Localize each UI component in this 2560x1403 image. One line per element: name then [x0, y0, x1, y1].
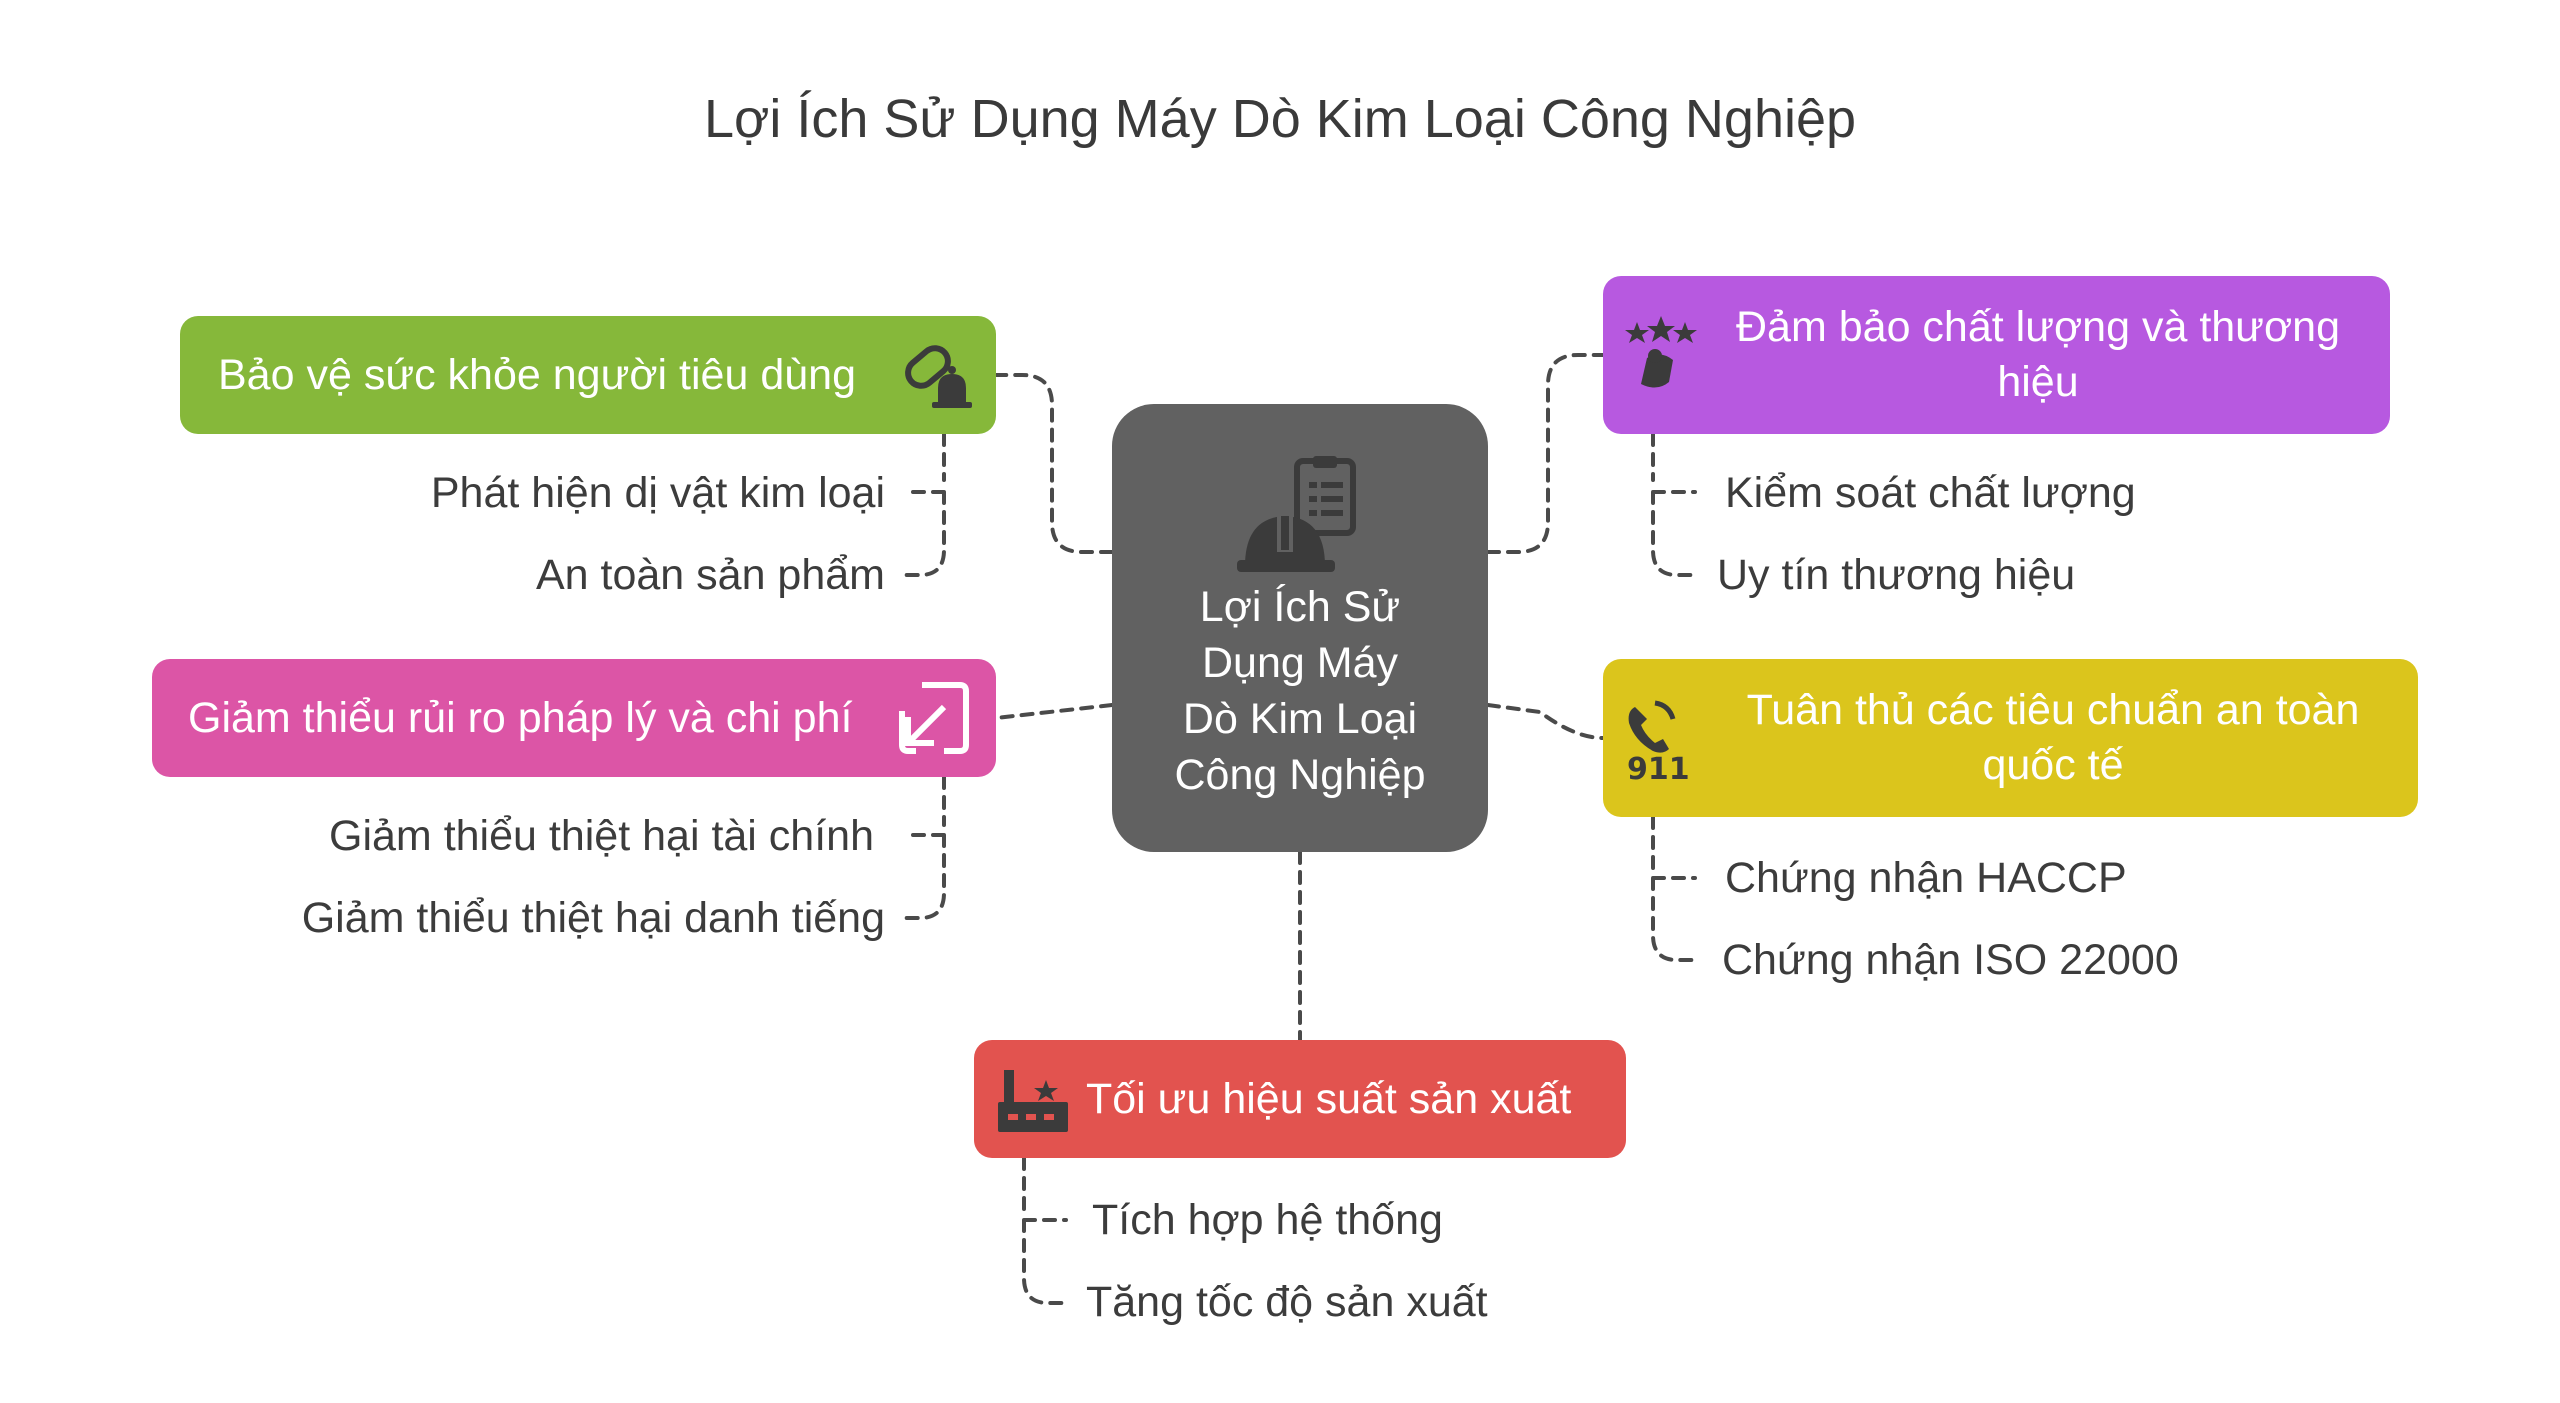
- production-item: Tăng tốc độ sản xuất: [1086, 1278, 1488, 1326]
- production-item: Tích hợp hệ thống: [1092, 1196, 1443, 1244]
- center-label-line: Lợi Ích Sử: [1199, 583, 1401, 631]
- branch-quality-label: Đảm bảo chất lượng và thương hiệu: [1703, 300, 2373, 410]
- branch-quality: Đảm bảo chất lượng và thương hiệu: [1603, 276, 2390, 434]
- phone-911-icon-text: 911: [1627, 752, 1690, 783]
- connector-standards-items: [1651, 815, 1697, 962]
- branch-standards-label-line: quốc tế: [1982, 741, 2124, 789]
- standards-item: Chứng nhận ISO 22000: [1722, 936, 2179, 984]
- branch-standards-label: Tuân thủ các tiêu chuẩn an toàn quốc tế: [1713, 683, 2393, 793]
- center-label-line: Dò Kim Loại: [1182, 695, 1418, 743]
- factory-icon: [998, 1070, 1068, 1132]
- page-title: Lợi Ích Sử Dụng Máy Dò Kim Loại Công Ngh…: [703, 89, 1857, 149]
- legal-item: Giảm thiểu thiệt hại tài chính: [329, 812, 874, 860]
- health-item: Phát hiện dị vật kim loại: [430, 469, 885, 517]
- connector-center-legal: [994, 703, 1114, 720]
- center-label-line: Công Nghiệp: [1174, 751, 1426, 799]
- branch-standards: 911 Tuân thủ các tiêu chuẩn an toàn quốc…: [1603, 659, 2418, 817]
- phone-911-icon: 911: [1627, 700, 1690, 783]
- connector-quality-items: [1651, 432, 1697, 577]
- branch-health: Bảo vệ sức khỏe người tiêu dùng: [180, 316, 996, 434]
- branch-health-label: Bảo vệ sức khỏe người tiêu dùng: [218, 351, 856, 399]
- shrink-arrow-icon: [899, 682, 969, 754]
- connector-health-items: [903, 432, 946, 577]
- connector-legal-items: [903, 775, 946, 920]
- health-item: An toàn sản phẩm: [535, 551, 885, 599]
- pill-bell-icon: [905, 345, 972, 408]
- legal-item: Giảm thiểu thiệt hại danh tiếng: [301, 894, 885, 942]
- center-label-line: Dụng Máy: [1202, 639, 1398, 687]
- connector-center-quality: [1486, 353, 1605, 554]
- branch-quality-label-line: hiệu: [1997, 358, 2079, 406]
- branch-legal: Giảm thiểu rủi ro pháp lý và chi phí: [152, 659, 996, 777]
- center-node: Lợi Ích Sử Dụng Máy Dò Kim Loại Công Ngh…: [1112, 404, 1488, 852]
- quality-item: Uy tín thương hiệu: [1717, 551, 2076, 599]
- branch-legal-label: Giảm thiểu rủi ro pháp lý và chi phí: [188, 694, 853, 742]
- hard-hat-clipboard-icon: [1237, 456, 1356, 572]
- branch-standards-label-line: Tuân thủ các tiêu chuẩn an toàn: [1746, 686, 2360, 734]
- stars-badge-icon: [1625, 316, 1697, 388]
- connector-center-standards: [1486, 703, 1605, 740]
- connector-center-health: [994, 373, 1114, 554]
- branch-production-label: Tối ưu hiệu suất sản xuất: [1086, 1075, 1572, 1123]
- standards-item: Chứng nhận HACCP: [1725, 854, 2127, 902]
- branch-quality-label-line: Đảm bảo chất lượng và thương: [1736, 303, 2340, 351]
- quality-item: Kiểm soát chất lượng: [1725, 469, 2136, 517]
- center-label: Lợi Ích Sử Dụng Máy Dò Kim Loại Công Ngh…: [1132, 579, 1468, 803]
- branch-production: Tối ưu hiệu suất sản xuất: [974, 1040, 1626, 1158]
- connector-production-items: [1022, 1156, 1068, 1305]
